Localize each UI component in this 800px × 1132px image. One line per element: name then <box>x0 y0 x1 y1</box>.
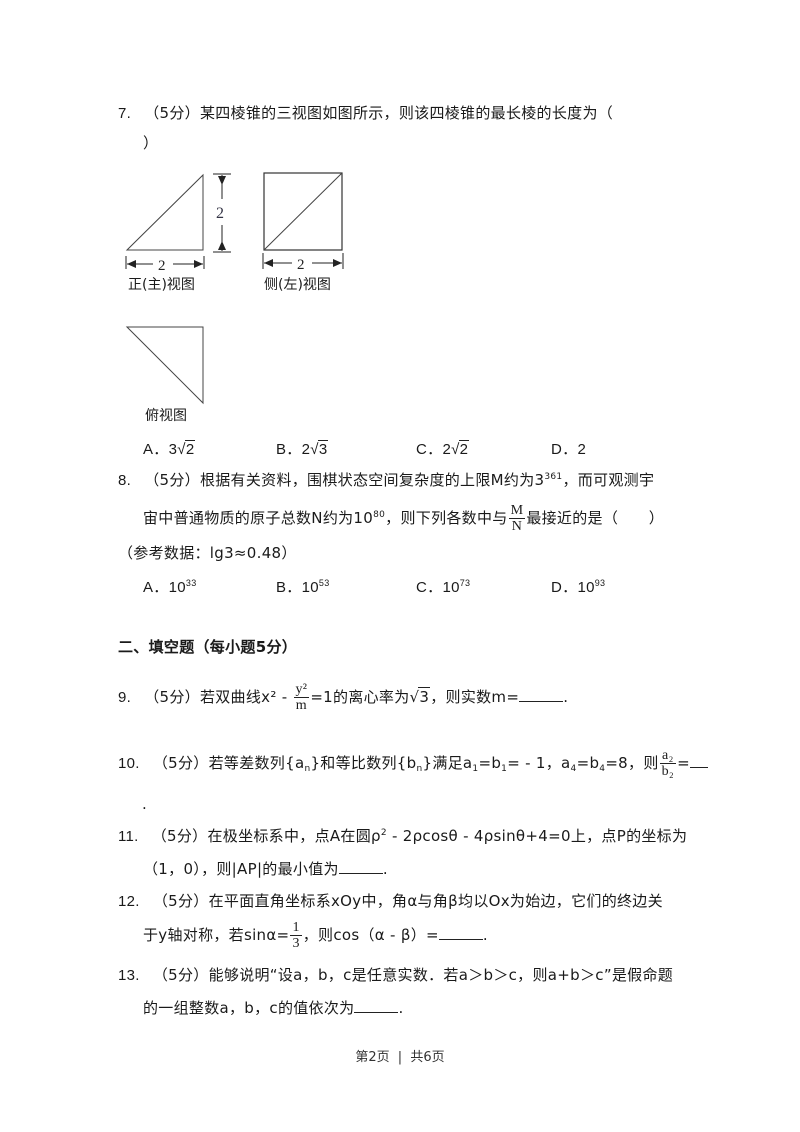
total-pages: 共6页 <box>410 1050 445 1065</box>
question-number: 10. <box>118 755 140 772</box>
score: （5分） <box>152 892 209 910</box>
question-11-line2: （1，0），则|AP|的最小值为. <box>143 859 388 878</box>
question-10: 10. （5分）若等差数列{an}和等比数列{bn}满足a1=b1= - 1，a… <box>118 748 708 779</box>
answer-blank[interactable] <box>519 687 564 702</box>
option-c[interactable]: C．1073 <box>416 578 471 597</box>
option-d[interactable]: D．1093 <box>551 578 606 597</box>
option-b[interactable]: B．1053 <box>276 578 330 597</box>
side-view-figure: 2 <box>262 172 344 270</box>
current-page: 第2页 <box>355 1050 390 1065</box>
score: （5分） <box>151 827 208 845</box>
option-b[interactable]: B．2√3 <box>276 440 329 458</box>
question-text: 某四棱锥的三视图如图所示，则该四棱锥的最长棱的长度为（ <box>199 104 614 122</box>
option-c[interactable]: C．2√2 <box>416 440 470 458</box>
front-view-label: 正(主)视图 <box>128 277 195 293</box>
score: （5分） <box>152 966 209 984</box>
question-7-stem: 7. （5分）某四棱锥的三视图如图所示，则该四棱锥的最长棱的长度为（ <box>118 103 613 124</box>
svg-text:2: 2 <box>297 257 305 270</box>
question-12-line1: 12. （5分）在平面直角坐标系xOy中，角α与角β均以Ox为始边，它们的终边关 <box>118 892 663 910</box>
top-view-figure <box>125 326 204 405</box>
question-10-period: . <box>142 795 148 813</box>
side-view-label: 侧(左)视图 <box>264 277 331 293</box>
question-8-reference: （参考数据：lg3≈0.48） <box>118 544 297 562</box>
question-number: 13. <box>118 967 140 984</box>
question-number: 8. <box>118 472 132 489</box>
svg-text:2: 2 <box>158 258 166 270</box>
score: （5分） <box>144 104 200 122</box>
option-a[interactable]: A．3√2 <box>143 440 196 458</box>
question-7-close-paren: ） <box>143 134 159 152</box>
question-13-line1: 13. （5分）能够说明“设a，b，c是任意实数．若a＞b＞c，则a+b＞c”是… <box>118 966 674 984</box>
question-number: 12. <box>118 893 140 910</box>
question-11-line1: 11. （5分）在极坐标系中，点A在圆ρ2 - 2ρcosθ - 4ρsinθ+… <box>118 827 688 845</box>
section-heading: 二、填空题（每小题5分） <box>118 638 298 656</box>
page-footer: 第2页 | 共6页 <box>355 1050 445 1065</box>
front-view-figure: 2 2 <box>125 173 231 270</box>
answer-blank[interactable] <box>438 925 483 940</box>
top-view-label: 俯视图 <box>145 408 187 424</box>
score: （5分） <box>144 688 200 706</box>
answer-blank[interactable] <box>354 998 399 1013</box>
score: （5分） <box>144 471 200 489</box>
question-number: 11. <box>118 828 139 845</box>
question-number: 7. <box>118 105 132 122</box>
option-a[interactable]: A．1033 <box>143 578 197 597</box>
option-d[interactable]: D．2 <box>551 441 587 458</box>
sqrt-symbol: √2 <box>177 440 196 458</box>
answer-blank[interactable] <box>338 859 383 874</box>
question-8-line1: 8. （5分）根据有关资料，围棋状态空间复杂度的上限M约为3361，而可观测宇 <box>118 471 655 489</box>
sqrt-symbol: √2 <box>451 440 470 458</box>
score: （5分） <box>152 754 209 772</box>
sqrt-symbol: √3 <box>409 687 431 706</box>
question-13-line2: 的一组整数a，b，c的值依次为. <box>143 998 404 1017</box>
answer-blank[interactable] <box>689 753 708 768</box>
question-number: 9. <box>118 689 132 706</box>
svg-text:2: 2 <box>216 205 224 222</box>
sqrt-symbol: √3 <box>310 440 329 458</box>
